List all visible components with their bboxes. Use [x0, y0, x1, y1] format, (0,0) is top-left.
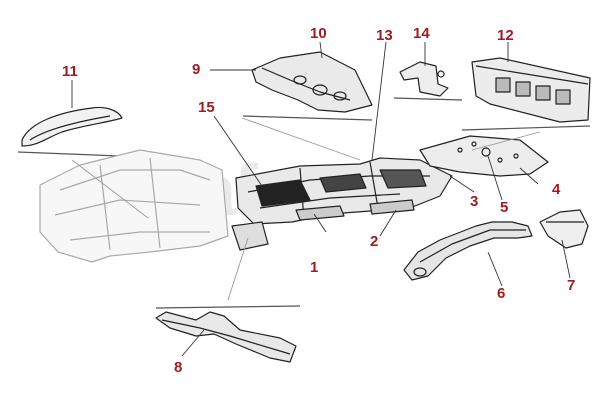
- callout-1: 1: [310, 259, 319, 276]
- callout-11: 11: [62, 63, 78, 80]
- callout-12: 12: [497, 27, 514, 44]
- part-14-drawing: [393, 61, 463, 101]
- side-member-drawing: [231, 221, 269, 251]
- callout-6: 6: [497, 285, 506, 302]
- callout-8: 8: [174, 359, 183, 376]
- part-6-drawing: [403, 221, 533, 281]
- floor-pan-drawing: [235, 157, 453, 225]
- part-10-drawing: [242, 51, 373, 121]
- callout-10: 10: [310, 25, 327, 42]
- body-shell-drawing: [39, 149, 229, 263]
- callout-7: 7: [567, 277, 576, 294]
- part-11-drawing: [17, 106, 123, 157]
- leader-lines: [71, 41, 571, 357]
- part-7-drawing: [539, 209, 589, 249]
- callout-13: 13: [376, 27, 393, 44]
- callout-9: 9: [192, 61, 201, 78]
- callout-15: 15: [198, 99, 215, 116]
- front-floor-drawing: [419, 135, 549, 177]
- callout-4: 4: [552, 181, 561, 198]
- callout-2: 2: [370, 233, 379, 250]
- callout-3: 3: [470, 193, 479, 210]
- callout-5: 5: [500, 199, 509, 216]
- part-12-drawing: [461, 57, 591, 131]
- callout-14: 14: [413, 25, 430, 42]
- part-8-drawing: [155, 305, 301, 363]
